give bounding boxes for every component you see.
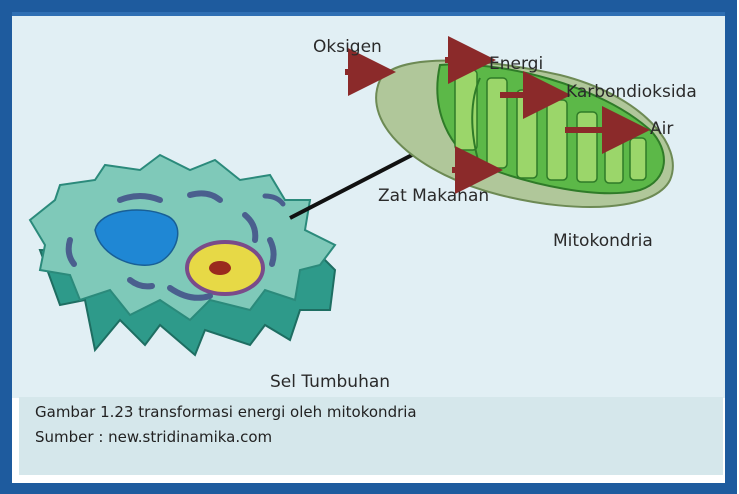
- caption-source: Sumber : new.stridinamika.com: [35, 428, 272, 446]
- label-sel-tumbuhan: Sel Tumbuhan: [270, 372, 390, 392]
- caption-title: Gambar 1.23 transformasi energi oleh mit…: [35, 403, 417, 421]
- label-mitokondria: Mitokondria: [553, 231, 653, 251]
- top-edge: [12, 12, 725, 16]
- label-air: Air: [650, 119, 673, 139]
- label-karbondioksida: Karbondioksida: [566, 82, 697, 102]
- label-oksigen: Oksigen: [313, 37, 382, 57]
- label-energi: Energi: [489, 54, 543, 74]
- label-zat-makanan: Zat Makanan: [378, 186, 489, 206]
- caption-box: Gambar 1.23 transformasi energi oleh mit…: [19, 397, 723, 475]
